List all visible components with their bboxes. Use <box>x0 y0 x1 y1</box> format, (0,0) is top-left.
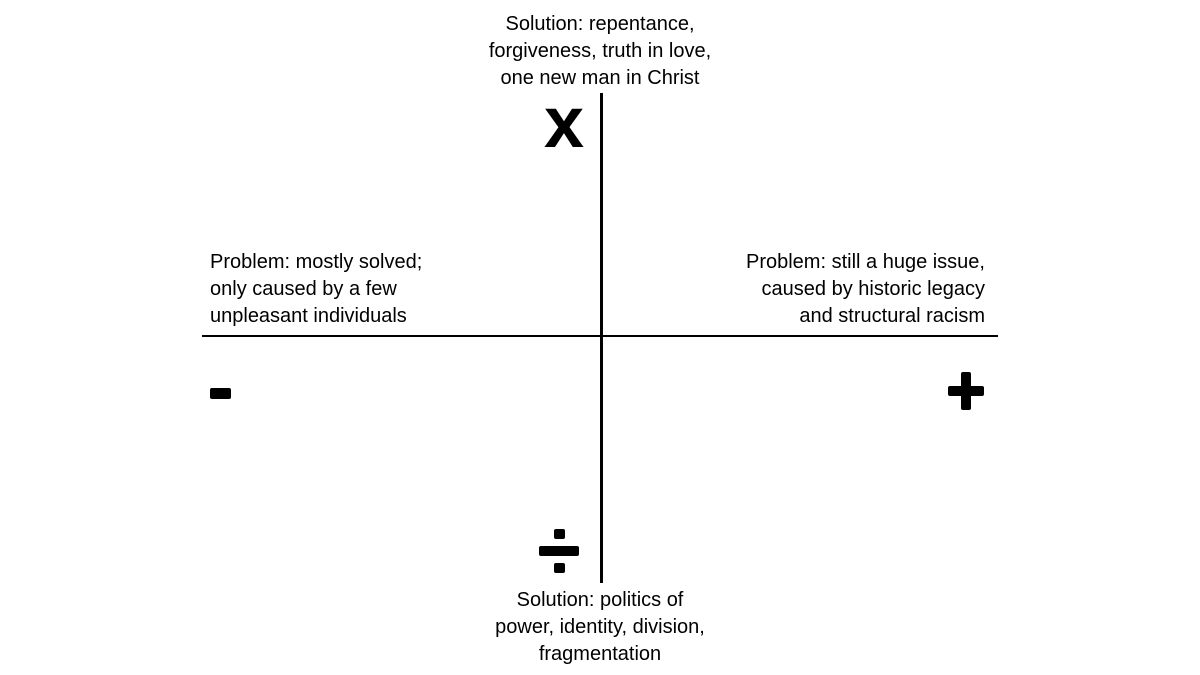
divide-symbol-icon <box>539 529 579 573</box>
plus-horizontal-bar <box>948 386 984 396</box>
divide-top-dot <box>554 529 565 539</box>
bottom-axis-label: Solution: politics of power, identity, d… <box>440 587 760 668</box>
top-axis-label: Solution: repentance, forgiveness, truth… <box>440 11 760 92</box>
multiply-symbol-icon: x <box>543 83 585 163</box>
plus-symbol-icon <box>948 372 984 410</box>
horizontal-axis-line <box>202 335 998 337</box>
left-axis-label: Problem: mostly solved; only caused by a… <box>210 249 530 330</box>
left-axis-label-line-3: unpleasant individuals <box>210 305 407 327</box>
left-axis-label-line-2: only caused by a few <box>210 278 397 300</box>
bottom-axis-label-line-2: power, identity, division, <box>495 616 705 638</box>
top-axis-label-line-3: one new man in Christ <box>500 67 700 89</box>
left-axis-label-line-1: Problem: mostly solved; <box>210 251 423 273</box>
right-axis-label-line-3: and structural racism <box>799 305 985 327</box>
right-axis-label-line-2: caused by historic legacy <box>761 278 985 300</box>
top-axis-label-line-1: Solution: repentance, <box>505 13 695 35</box>
vertical-axis-line <box>600 93 603 583</box>
divide-bar <box>539 546 579 556</box>
right-axis-label-line-1: Problem: still a huge issue, <box>745 251 985 273</box>
minus-symbol-icon <box>210 388 231 399</box>
top-axis-label-line-2: forgiveness, truth in love, <box>488 40 712 62</box>
bottom-axis-label-line-1: Solution: politics of <box>516 589 684 611</box>
divide-bottom-dot <box>554 563 565 573</box>
right-axis-label: Problem: still a huge issue, caused by h… <box>665 249 985 330</box>
bottom-axis-label-line-3: fragmentation <box>538 643 662 665</box>
